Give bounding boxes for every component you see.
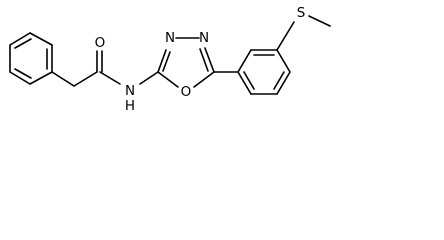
ring-nitrogen-left-label: N	[165, 30, 175, 46]
ring-oxygen-label: O	[181, 84, 192, 100]
methylthio-group	[276, 15, 331, 51]
amide-hydrogen-label: H	[125, 98, 135, 114]
oxadiazole-ring	[157, 37, 215, 88]
acetamide-linker	[51, 50, 159, 87]
thioanisole-ring	[237, 49, 291, 95]
molecule-structure: O N H N N O S	[9, 5, 331, 114]
sulfur-label: S	[297, 5, 306, 21]
ring-nitrogen-right-label: N	[199, 30, 209, 46]
phenyl-ring	[9, 32, 53, 85]
carbonyl-oxygen-label: O	[95, 35, 106, 51]
amide-nitrogen-label: N	[125, 83, 135, 99]
